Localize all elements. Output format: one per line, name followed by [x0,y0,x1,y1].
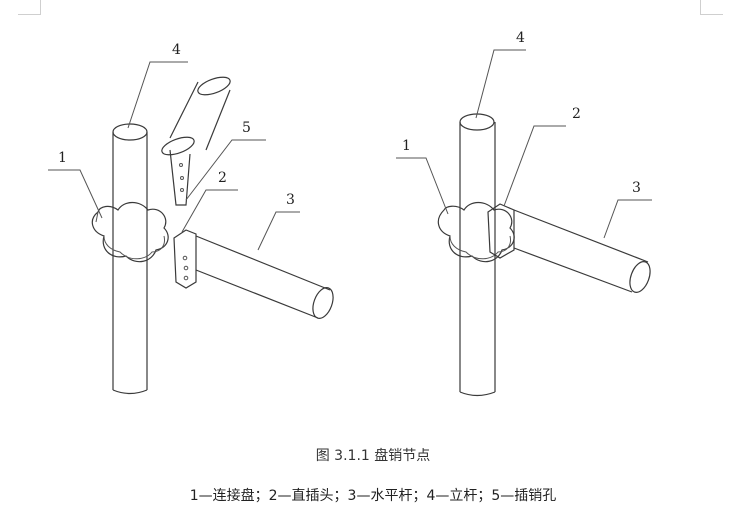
callout-left-4: 4 [172,42,181,58]
figure-caption: 图 3.1.1 盘销节点 [315,448,431,464]
figure-legend: 1—连接盘；2—直插头；3—水平杆；4—立杆；5—插销孔 [189,488,557,504]
page-corner-mark-left [18,0,41,15]
callout-right-1: 1 [402,138,411,154]
left-connection-disc [91,201,169,263]
callout-right-2: 2 [572,106,581,122]
callout-left-3: 3 [286,192,295,208]
right-connection-disc [437,201,515,263]
callout-left-5: 5 [242,120,251,136]
left-callout-leaders [48,61,300,251]
page-corner-mark-right [700,0,723,15]
callout-left-1: 1 [58,150,67,166]
callout-right-4: 4 [516,30,525,46]
left-plug-and-horizontal-bar [173,229,334,319]
right-callout-leaders [396,49,652,239]
right-assembled-view [396,49,652,397]
left-exploded-view [48,61,334,395]
callout-right-3: 3 [632,180,641,196]
right-plug-and-horizontal-bar [487,203,651,293]
left-pin-and-tube [161,76,231,206]
callout-left-2: 2 [218,170,227,186]
right-vertical-pole [459,113,496,397]
left-vertical-pole [112,123,148,395]
